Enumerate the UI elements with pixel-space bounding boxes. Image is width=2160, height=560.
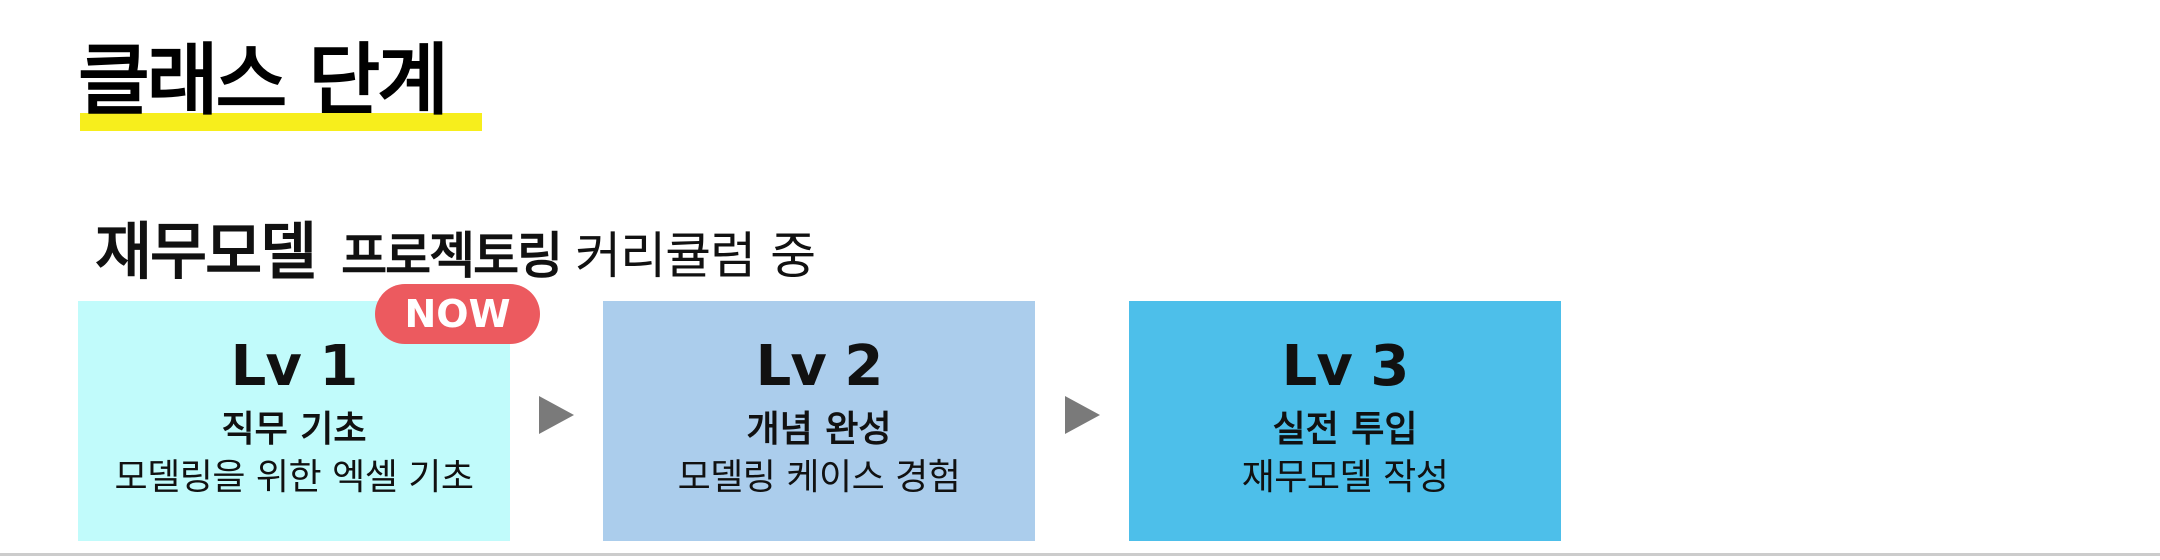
subtitle-main: 재무모델 [95,215,317,288]
level-title: Lv 3 [1281,334,1410,399]
play-triangle-icon [1065,396,1100,434]
level-subtitle: 실전 투입 [1272,409,1418,450]
level-card-2: Lv 2 개념 완성 모델링 케이스 경험 [603,301,1035,541]
subtitle-bold: 프로젝토링 [341,227,563,285]
subtitle-light: 커리큘럼 중 [575,227,816,285]
bottom-divider [0,553,2160,556]
level-subtitle: 직무 기초 [221,409,367,450]
page-title: 클래스 단계 [78,36,449,126]
title-block: 클래스 단계 [78,36,482,131]
level-description: 모델링을 위한 엑셀 기초 [114,457,474,499]
level-description: 재무모델 작성 [1241,457,1449,499]
level-subtitle: 개념 완성 [746,409,892,450]
level-card-1: Lv 1 직무 기초 모델링을 위한 엑셀 기초 [78,301,510,541]
now-badge: NOW [375,284,540,344]
level-title: Lv 1 [230,334,359,399]
level-title: Lv 2 [755,334,884,399]
play-triangle-icon [539,396,574,434]
level-description: 모델링 케이스 경험 [677,457,961,499]
subtitle: 재무모델 프로젝토링 커리큘럼 중 [95,201,816,288]
title-highlight [80,113,482,131]
level-card-3: Lv 3 실전 투입 재무모델 작성 [1129,301,1561,541]
